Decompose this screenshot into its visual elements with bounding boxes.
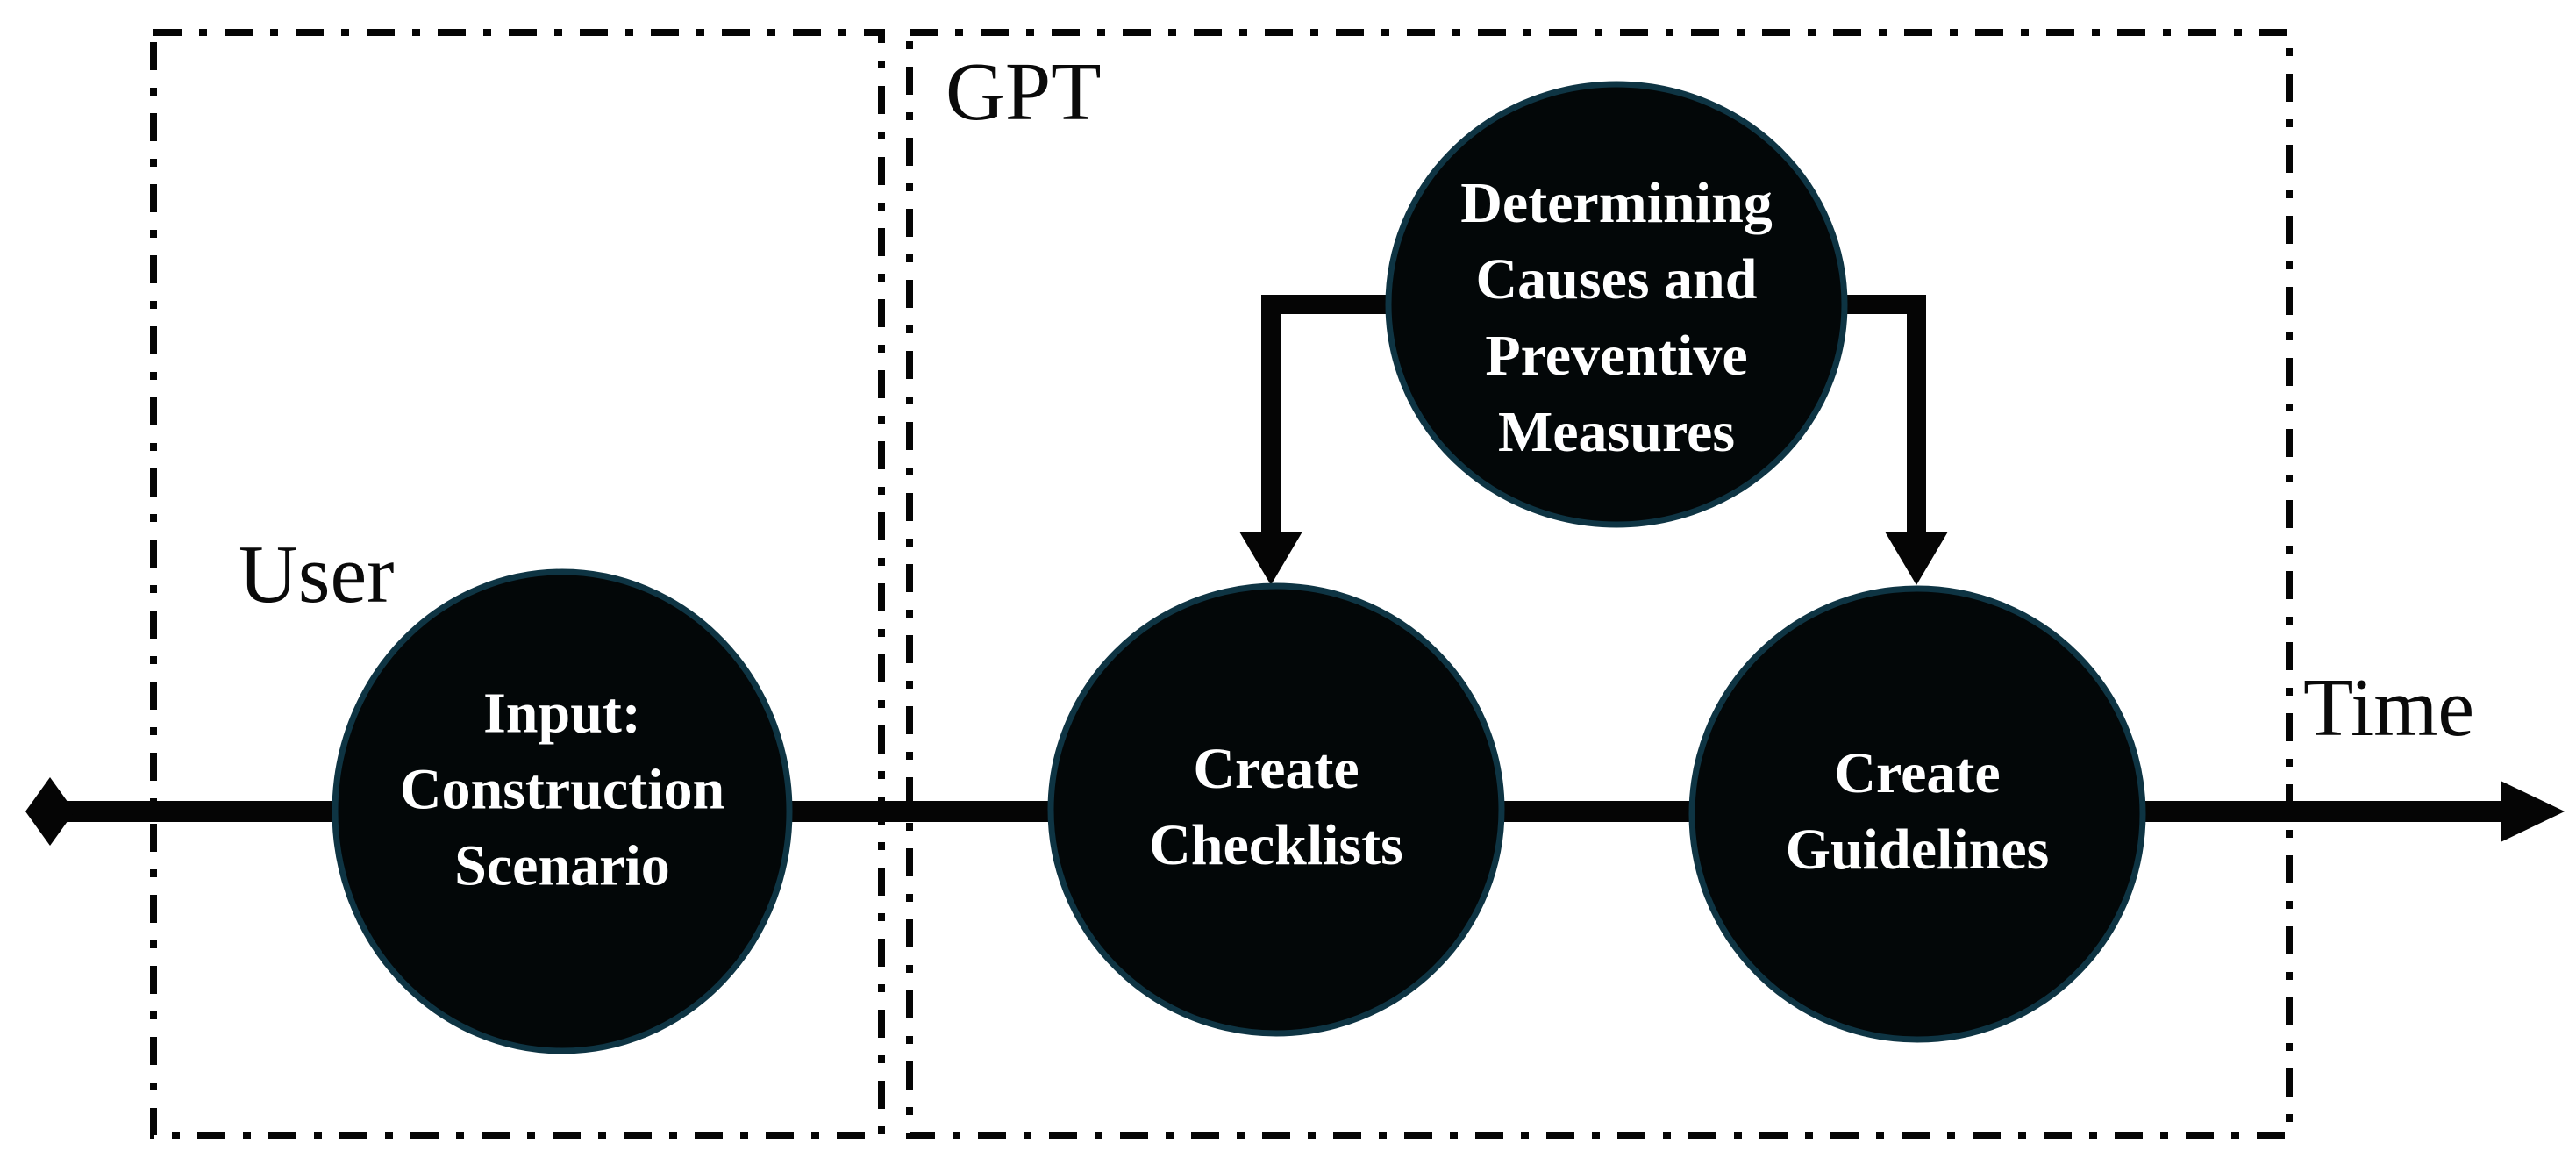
node-label-line: Input:: [483, 681, 641, 746]
node-label-line: Checklists: [1149, 813, 1403, 877]
gpt-lane-box: [906, 29, 2293, 1139]
time-axis-label: Time: [2303, 662, 2475, 754]
elbow-arrow-to-checklists: [1261, 295, 1399, 537]
node-label-line: Construction: [399, 757, 725, 822]
node-label-line: Scenario: [454, 833, 670, 898]
down-arrowhead-guidelines-icon: [1885, 532, 1948, 585]
node-determining-ellipse: [1385, 81, 1848, 528]
node-label-line: Guidelines: [1785, 818, 2050, 882]
gpt-lane-label: GPT: [945, 46, 1102, 138]
node-label-line: Preventive: [1485, 324, 1748, 388]
node-label-guidelines: Create Guidelines: [1786, 735, 2050, 888]
node-guidelines-ellipse: [1688, 585, 2146, 1043]
node-label-input: Input: Construction Scenario: [400, 675, 724, 904]
elbow-arrow-to-guidelines: [1837, 295, 1926, 537]
node-checklists-ellipse: [1047, 582, 1505, 1037]
node-label-line: Measures: [1497, 400, 1736, 464]
node-label-determining: Determining Causes and Preventive Measur…: [1460, 165, 1773, 470]
node-label-line: Causes and: [1475, 247, 1758, 311]
node-label-line: Create: [1193, 737, 1359, 801]
timeline-arrowhead-icon: [2501, 781, 2565, 842]
timeline-start-diamond-icon: [25, 777, 75, 846]
node-label-checklists: Create Checklists: [1149, 731, 1403, 883]
node-input-ellipse: [332, 568, 793, 1054]
node-label-line: Create: [1834, 741, 2001, 805]
user-lane-box: [150, 29, 885, 1139]
node-label-line: Determining: [1460, 171, 1773, 235]
down-arrowhead-checklists-icon: [1239, 532, 1302, 585]
user-lane-label: User: [239, 529, 395, 620]
